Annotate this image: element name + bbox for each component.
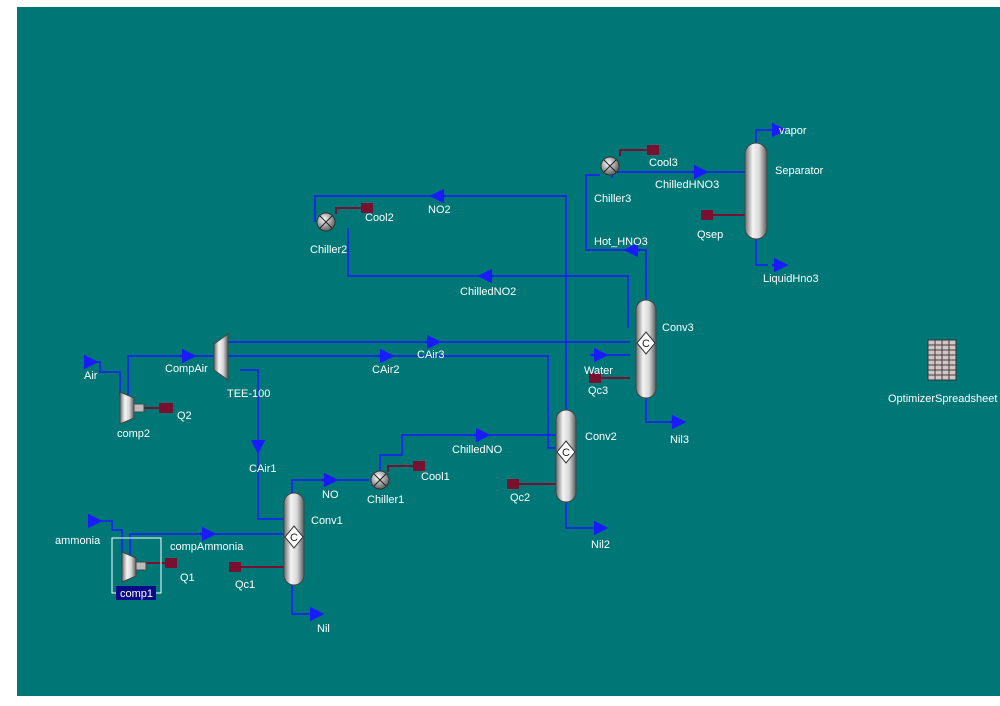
stream-label-vapor: vapor	[779, 125, 807, 137]
unit-label-conv2: Conv2	[585, 431, 617, 443]
stream-label-liquidhno3: LiquidHno3	[763, 273, 819, 285]
unit-label-conv3: Conv3	[662, 322, 694, 334]
separator-vessel-icon[interactable]	[744, 142, 768, 240]
stream-label-air: Air	[84, 370, 98, 382]
stream-label-ammonia: ammonia	[55, 535, 101, 547]
stream-arrows	[84, 122, 789, 622]
stream-label-no: NO	[322, 489, 339, 501]
flowsheet-canvas[interactable]	[17, 7, 1000, 696]
energy-label-cool3: Cool3	[649, 157, 678, 169]
energy-cool2	[335, 207, 366, 214]
energy-label-cool2: Cool2	[365, 212, 394, 224]
conversion-reactor-icon[interactable]: C	[635, 299, 657, 399]
unit-label-conv1: Conv1	[311, 515, 343, 527]
stream-chilledhno3	[611, 171, 745, 178]
unit-label-comp1: comp1	[120, 588, 154, 600]
unit-label-optimizer: OptimizerSpreadsheet	[888, 393, 998, 405]
energy-label-qsep: Qsep	[697, 229, 724, 241]
compressor-icon[interactable]	[111, 537, 162, 600]
energy-cool1	[387, 465, 420, 472]
stream-label-nil3: Nil3	[670, 434, 689, 446]
stream-label-chilledno: ChilledNO	[452, 444, 503, 456]
cooler-icon[interactable]	[600, 156, 620, 176]
stream-label-compammonia: compAmmonia	[170, 541, 244, 553]
energy-label-q1: Q1	[180, 572, 195, 584]
stream-chilledno	[379, 434, 556, 488]
svg-text:C: C	[562, 447, 570, 459]
stream-label-no2: NO2	[428, 204, 451, 216]
cooler-icon[interactable]	[316, 212, 336, 232]
conversion-reactor-icon[interactable]: C	[555, 409, 577, 503]
energy-label-qc3: Qc3	[588, 385, 609, 397]
tee-splitter-icon[interactable]	[213, 333, 229, 381]
stream-label-compair: CompAir	[165, 363, 208, 375]
stream-liquidhno3	[755, 238, 768, 266]
spreadsheet-icon[interactable]	[927, 339, 957, 381]
energy-streams	[138, 145, 745, 572]
stream-label-nil2: Nil2	[591, 539, 610, 551]
stream-no	[291, 479, 369, 493]
unit-label-separator: Separator	[775, 165, 824, 177]
stream-label-hothno3: Hot_HNO3	[594, 236, 648, 248]
stream-label-cair2: CAir2	[372, 364, 400, 376]
stream-vapor	[755, 129, 772, 145]
unit-label-chiller2: Chiller2	[310, 244, 348, 256]
svg-text:C: C	[290, 532, 298, 544]
compressor-icon[interactable]	[119, 391, 145, 425]
unit-label-chiller1: Chiller1	[367, 494, 405, 506]
unit-label-tee100: TEE-100	[227, 388, 271, 400]
stream-label-cair1: CAir1	[249, 463, 277, 475]
energy-label-qc1: Qc1	[235, 579, 256, 591]
conversion-reactor-icon[interactable]: C	[283, 492, 305, 586]
stream-nil3	[645, 398, 682, 423]
stream-ammonia	[88, 520, 123, 563]
stream-label-nil: Nil	[317, 623, 330, 635]
stream-no2	[314, 195, 567, 410]
energy-label-q2: Q2	[177, 410, 192, 422]
stream-compammonia	[129, 533, 287, 563]
stream-hothno3	[585, 174, 647, 300]
stream-nil2	[565, 500, 598, 529]
stream-label-chilledno2: ChilledNO2	[460, 286, 517, 298]
svg-text:C: C	[642, 338, 650, 350]
unit-label-chiller3: Chiller3	[594, 193, 632, 205]
stream-label-water: Water	[584, 365, 613, 377]
energy-cool3	[619, 149, 652, 156]
stream-label-cair3: CAir3	[417, 349, 445, 361]
energy-label-qc2: Qc2	[510, 492, 531, 504]
stream-nil	[291, 585, 320, 615]
unit-label-comp2: comp2	[117, 428, 151, 440]
stream-compair	[127, 355, 215, 395]
cooler-icon[interactable]	[370, 470, 390, 490]
energy-label-cool1: Cool1	[421, 471, 450, 483]
stream-label-chilledhno3: ChilledHNO3	[655, 179, 720, 191]
